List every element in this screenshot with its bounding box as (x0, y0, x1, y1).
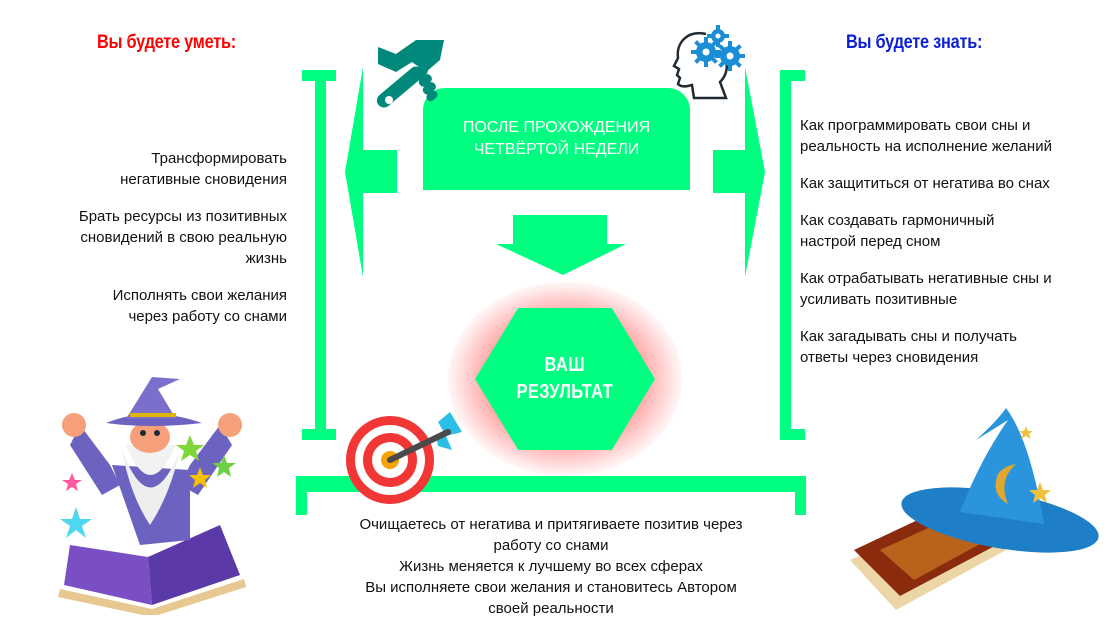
results-summary: Очищаетесь от негатива и притягиваете по… (296, 514, 806, 619)
result-line-2: РЕЗУЛЬТАТ (516, 381, 614, 403)
knowledge-item-text: Как создавать гармоничный (800, 212, 995, 229)
skills-heading: Вы будете уметь: (97, 32, 236, 53)
result-line-1: ВАШ (544, 354, 586, 376)
skill-item-text: через работу со снами (128, 308, 287, 325)
skill-item-text: жизнь (245, 250, 287, 267)
knowledge-heading: Вы будете знать: (846, 32, 983, 53)
hat-book-illustration (850, 408, 1099, 610)
summary-line: Очищаетесь от негатива и притягиваете по… (359, 516, 743, 533)
knowledge-item: Как создавать гармоничный настрой перед … (800, 210, 1110, 252)
left-bracket (302, 70, 336, 440)
week-four-box: ПОСЛЕ ПРОХОЖДЕНИЯ ЧЕТВЁРТОЙ НЕДЕЛИ (423, 88, 690, 190)
skills-list: Трансформировать негативные сновидения Б… (0, 148, 287, 343)
box-line-2: ЧЕТВЁРТОЙ НЕДЕЛИ (473, 141, 640, 158)
knowledge-item: Как загадывать сны и получать ответы чер… (800, 326, 1110, 368)
skill-item-text: Брать ресурсы из позитивных (78, 208, 287, 225)
hexagon-shape: ВАШ РЕЗУЛЬТАТ (475, 308, 655, 450)
down-arrow (496, 215, 626, 275)
skill-item: Трансформировать негативные сновидения (0, 148, 287, 190)
skill-item: Исполнять свои желания через работу со с… (0, 285, 287, 327)
knowledge-item: Как отрабатывать негативные сны и усилив… (800, 268, 1110, 310)
result-hexagon: ВАШ РЕЗУЛЬТАТ (448, 282, 682, 476)
knowledge-item-text: Как защититься от негатива во снах (800, 175, 1050, 192)
right-arrow (713, 67, 765, 277)
knowledge-item-text: Как загадывать сны и получать (800, 328, 1017, 345)
hand-wrench-icon (376, 40, 444, 108)
summary-line: Вы исполняете свои желания и становитесь… (365, 579, 737, 596)
target-arrow-icon (346, 412, 462, 504)
knowledge-item-text: реальность на исполнение желаний (800, 138, 1052, 155)
knowledge-item-text: ответы через сновидения (800, 349, 979, 366)
skill-item-text: Исполнять свои желания (112, 287, 287, 304)
summary-line: Жизнь меняется к лучшему во всех сферах (399, 558, 703, 575)
skill-item-text: негативные сновидения (120, 171, 287, 188)
skill-item-text: Трансформировать (151, 150, 287, 167)
wizard-book-illustration (58, 377, 246, 615)
right-bracket (780, 70, 805, 440)
skill-item: Брать ресурсы из позитивных сновидений в… (0, 206, 287, 269)
summary-line: своей реальности (488, 600, 614, 617)
knowledge-item-text: Как программировать свои сны и (800, 117, 1031, 134)
knowledge-item: Как защититься от негатива во снах (800, 173, 1110, 194)
knowledge-item-text: Как отрабатывать негативные сны и (800, 270, 1052, 287)
knowledge-item-text: настрой перед сном (800, 233, 941, 250)
summary-line: работу со снами (493, 537, 609, 554)
knowledge-item-text: усиливать позитивные (800, 291, 958, 308)
box-line-1: ПОСЛЕ ПРОХОЖДЕНИЯ (462, 119, 651, 136)
left-arrow (345, 67, 397, 277)
skill-item-text: сновидений в свою реальную (80, 229, 287, 246)
head-gears-icon (672, 25, 745, 100)
knowledge-list: Как программировать свои сны и реальност… (800, 115, 1110, 384)
knowledge-item: Как программировать свои сны и реальност… (800, 115, 1110, 157)
